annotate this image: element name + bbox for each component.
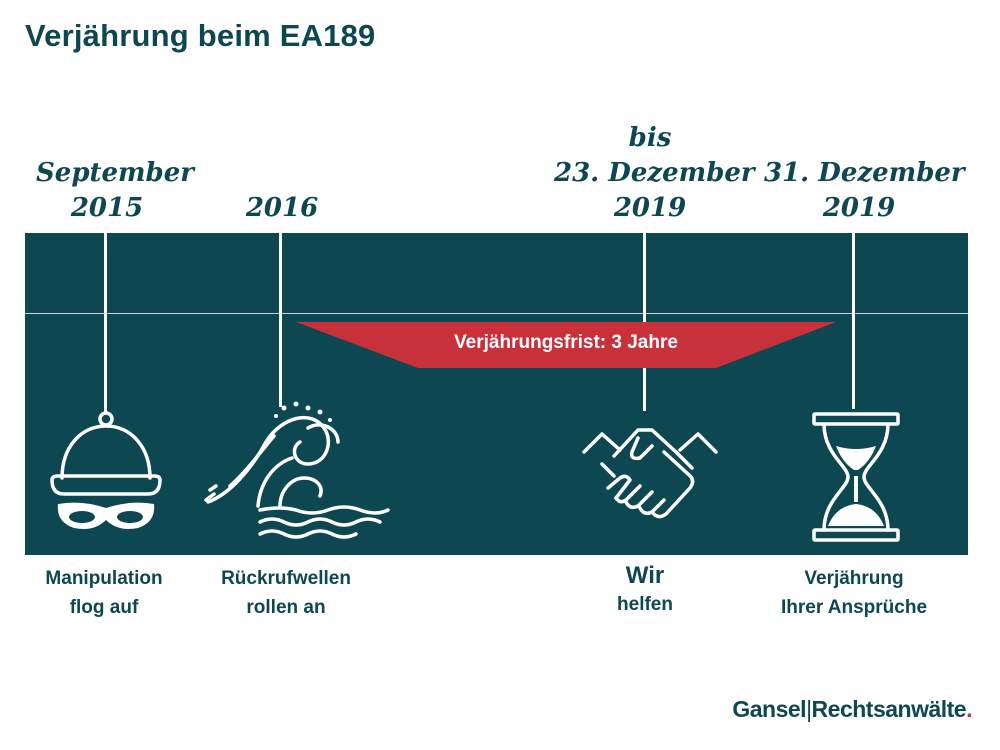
event-date-1: September 2015 [36, 158, 194, 223]
event-caption-2: Rückrufwellen rollen an [221, 568, 351, 618]
burglar-mask-icon [50, 411, 162, 529]
timeline-pin-2 [279, 233, 282, 407]
event-caption-4: Verjährung Ihrer Ansprüche [780, 568, 928, 618]
page-title: Verjährung beim EA189 [25, 18, 376, 53]
event-caption-1: Manipulation flog auf [45, 568, 163, 618]
event-date-2: 2016 [245, 193, 319, 223]
event-date-4: 31. Dezember 2019 [764, 158, 965, 223]
timeline-axis-line [25, 313, 968, 314]
hourglass-icon [812, 412, 900, 542]
wave-icon [204, 401, 390, 539]
limitation-period-banner [296, 322, 836, 368]
timeline-band [25, 233, 968, 555]
timeline-pin-4 [852, 233, 855, 409]
timeline-pin-1 [104, 233, 107, 413]
company-logo: Gansel|Rechtsanwälte. [732, 696, 972, 722]
limitation-period-label: Verjährungsfrist: 3 Jahre [454, 332, 678, 353]
event-date-3: bis 23. Dezember 2019 [554, 123, 755, 223]
event-caption-3: Wir helfen [617, 562, 673, 615]
handshake-icon [582, 428, 718, 519]
